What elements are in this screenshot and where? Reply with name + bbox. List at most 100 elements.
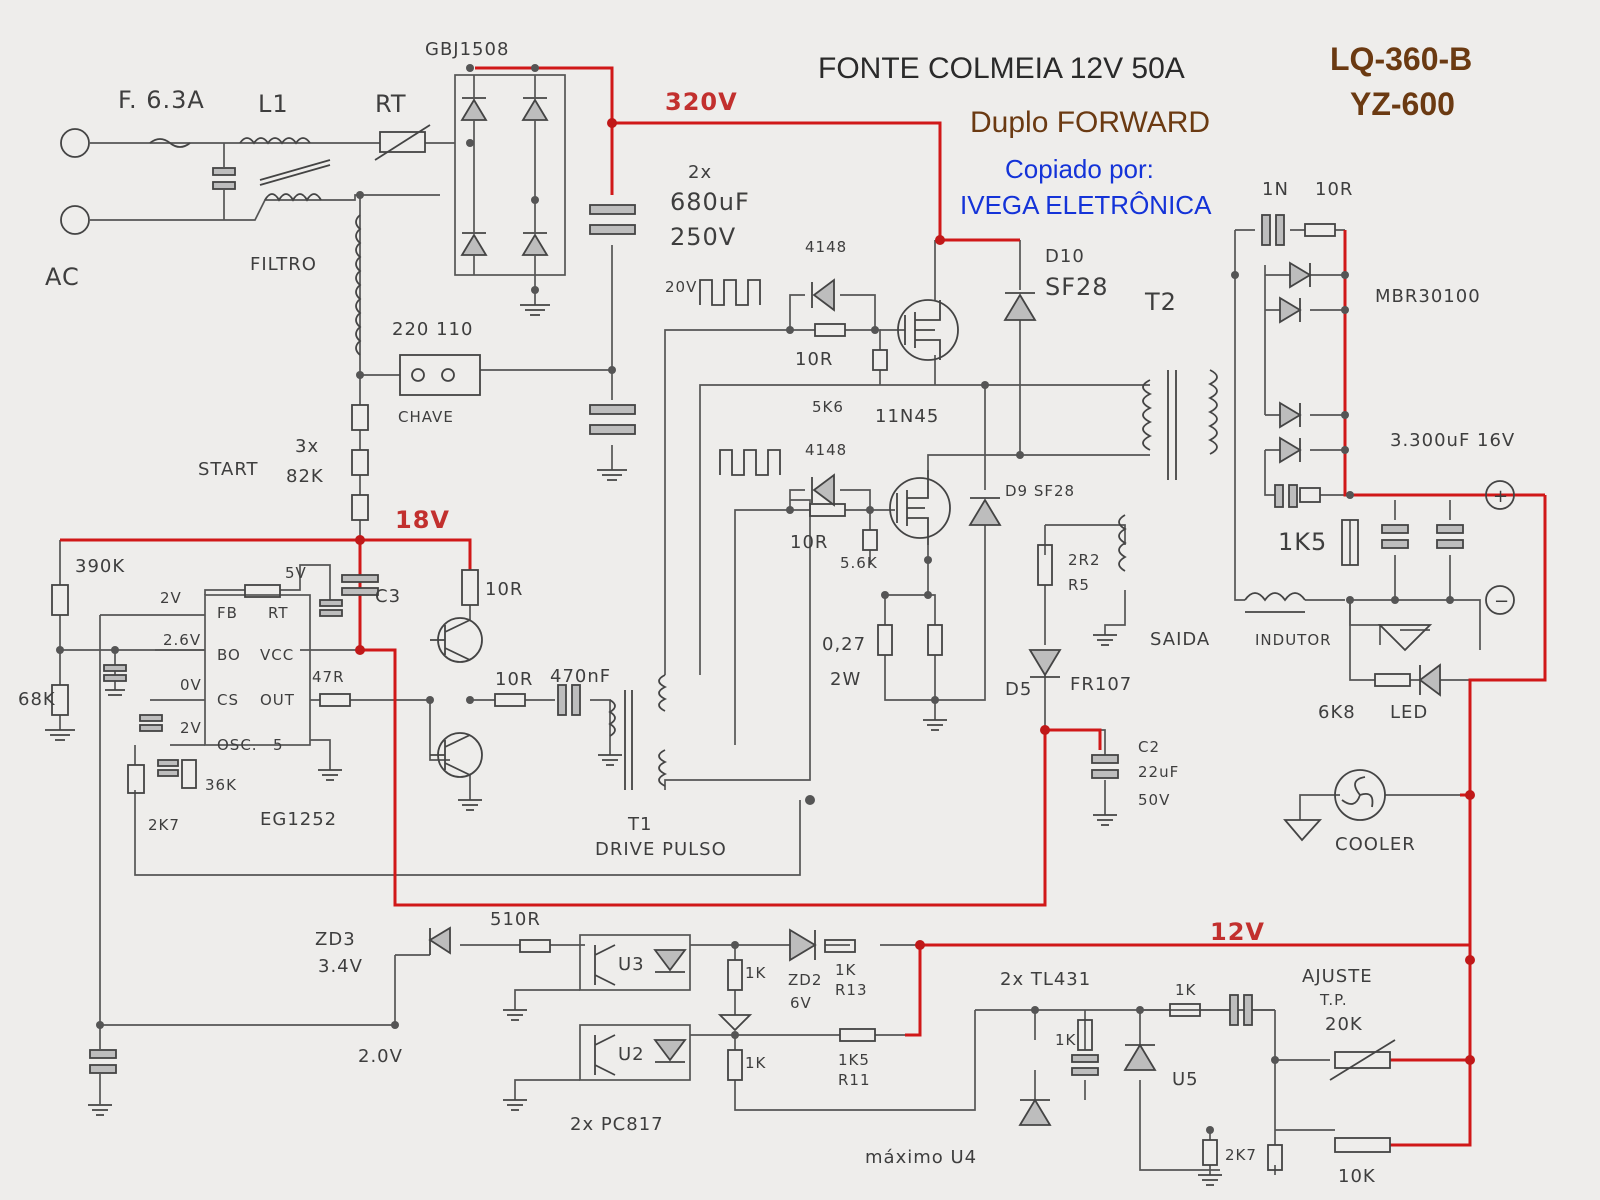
tl431-label: 2x TL431 bbox=[1000, 969, 1091, 990]
r-10r-top-label: 10R bbox=[795, 349, 833, 370]
r-1k-c-label: 1K bbox=[1055, 1031, 1077, 1049]
r5-2r2 bbox=[1037, 544, 1053, 586]
adjust-label: AJUSTE bbox=[1302, 966, 1373, 987]
c2-voltage: 50V bbox=[1138, 791, 1170, 809]
zd3-voltage: 3.4V bbox=[318, 956, 363, 977]
l1-coil-top bbox=[239, 137, 311, 145]
x-capacitor bbox=[212, 167, 236, 176]
pin-cs: CS bbox=[217, 691, 239, 709]
zd2-label: ZD2 bbox=[788, 971, 822, 989]
fuse-label: F. 6.3A bbox=[118, 86, 205, 114]
caps-qty: 2x bbox=[688, 162, 712, 183]
c3-capacitor bbox=[341, 574, 379, 583]
d4148-top-label: 4148 bbox=[805, 238, 847, 256]
u3-phototransistor bbox=[594, 944, 616, 986]
switch-label: CHAVE bbox=[398, 408, 454, 426]
adjust-tp: T.P. bbox=[1319, 991, 1348, 1009]
start-resistor-2 bbox=[351, 449, 369, 476]
r-1k-tl431 bbox=[1077, 1019, 1093, 1051]
pin-bo: BO bbox=[217, 646, 241, 664]
diode-d9 bbox=[968, 498, 1002, 526]
r-47r-label: 47R bbox=[312, 668, 345, 686]
zd2-voltage: 6V bbox=[790, 994, 812, 1012]
red-traces bbox=[60, 66, 1547, 1147]
credit-line2: IVEGA ELETRÔNICA bbox=[960, 190, 1212, 220]
r-10r-drive-label: 10R bbox=[495, 669, 533, 690]
output-inductor bbox=[1244, 592, 1306, 602]
snubber-r-label: 10R bbox=[1315, 179, 1353, 200]
t2-aux-winding bbox=[1118, 514, 1127, 572]
c-snubber-2 bbox=[1274, 484, 1284, 508]
r13-name: R13 bbox=[835, 981, 868, 999]
rt-label: RT bbox=[375, 90, 407, 118]
pulse-waveform-top bbox=[699, 279, 761, 306]
r-2k7-osc bbox=[127, 764, 145, 794]
start-resistor-3 bbox=[351, 494, 369, 521]
start-qty: 3x bbox=[295, 436, 319, 457]
ground-symbols bbox=[45, 304, 1222, 1186]
adjust-value: 20K bbox=[1325, 1014, 1363, 1035]
max-u4-label: máximo U4 bbox=[865, 1147, 977, 1168]
c-cs bbox=[139, 714, 163, 722]
r-10r-driver-label: 10R bbox=[485, 579, 523, 600]
u2-led bbox=[653, 1039, 687, 1062]
start-resistor-1 bbox=[351, 404, 369, 431]
c-out-1 bbox=[1381, 524, 1409, 534]
c-470nf-label: 470nF bbox=[550, 666, 611, 687]
output-minus-terminal bbox=[1485, 585, 1515, 615]
u2-phototransistor bbox=[594, 1034, 616, 1076]
header-title: FONTE COLMEIA 12V 50A bbox=[818, 52, 1185, 85]
indutor-label: INDUTOR bbox=[1255, 631, 1332, 649]
c-snubber-1n bbox=[1261, 214, 1271, 246]
r-47r bbox=[319, 693, 351, 707]
r-68k-label: 68K bbox=[18, 689, 56, 710]
tl431-u4 bbox=[1018, 1098, 1052, 1126]
r11-1k5 bbox=[839, 1028, 876, 1042]
minus-label: − bbox=[1494, 591, 1510, 612]
voltage-switch bbox=[399, 354, 481, 396]
ac-label: AC bbox=[45, 263, 80, 291]
v-2v-fb: 2V bbox=[160, 589, 182, 607]
d10-label: D10 bbox=[1045, 246, 1085, 267]
pin-out: OUT bbox=[260, 691, 295, 709]
v-2v-osc: 2V bbox=[180, 719, 202, 737]
rail-12v-label: 12V bbox=[1210, 918, 1265, 946]
r-10k-label: 10K bbox=[1338, 1166, 1376, 1187]
cooler-label: COOLER bbox=[1335, 834, 1416, 855]
r-5k6-bottom-label: 5.6K bbox=[840, 554, 878, 572]
ac-terminal-n bbox=[60, 205, 90, 235]
pin-osc: OSC. bbox=[217, 736, 258, 754]
model-line1: LQ-360-B bbox=[1330, 41, 1472, 77]
r-510r-label: 510R bbox=[490, 909, 541, 930]
t1-desc: DRIVE PULSO bbox=[595, 839, 727, 860]
v-2v6: 2.6V bbox=[163, 631, 201, 649]
t2-primary bbox=[1142, 379, 1153, 451]
r-1k-u3 bbox=[727, 959, 743, 991]
mosfet-top bbox=[897, 299, 959, 361]
r-sense-1 bbox=[877, 624, 893, 656]
filtro-choke bbox=[355, 214, 362, 356]
u3-led bbox=[653, 949, 687, 972]
rectifier-label: MBR30100 bbox=[1375, 286, 1481, 307]
r-1k5-bleeder bbox=[1341, 519, 1359, 566]
cooler-fan bbox=[1334, 769, 1386, 821]
t1-primary bbox=[608, 699, 616, 737]
v-5v: 5V bbox=[285, 564, 307, 582]
u5-label: U5 bbox=[1172, 1069, 1199, 1090]
filtro-label: FILTRO bbox=[250, 254, 317, 275]
r-2k7-fb-label: 2K7 bbox=[1225, 1146, 1257, 1164]
zd2-zener bbox=[789, 928, 817, 962]
r-5k6-top-label: 5K6 bbox=[812, 398, 844, 416]
r-rt bbox=[244, 584, 281, 598]
model-line2: YZ-600 bbox=[1350, 86, 1455, 122]
l1-core bbox=[259, 159, 331, 181]
r11-name: R11 bbox=[838, 1071, 871, 1089]
zd3-label: ZD3 bbox=[315, 929, 356, 950]
pin-rt: RT bbox=[268, 604, 289, 622]
r-10r-drive bbox=[494, 693, 526, 707]
d9-label: D9 SF28 bbox=[1005, 482, 1075, 500]
start-label: START bbox=[198, 459, 259, 480]
caps-value: 680uF bbox=[670, 188, 750, 216]
r-1k5-label: 1K5 bbox=[1278, 528, 1327, 556]
